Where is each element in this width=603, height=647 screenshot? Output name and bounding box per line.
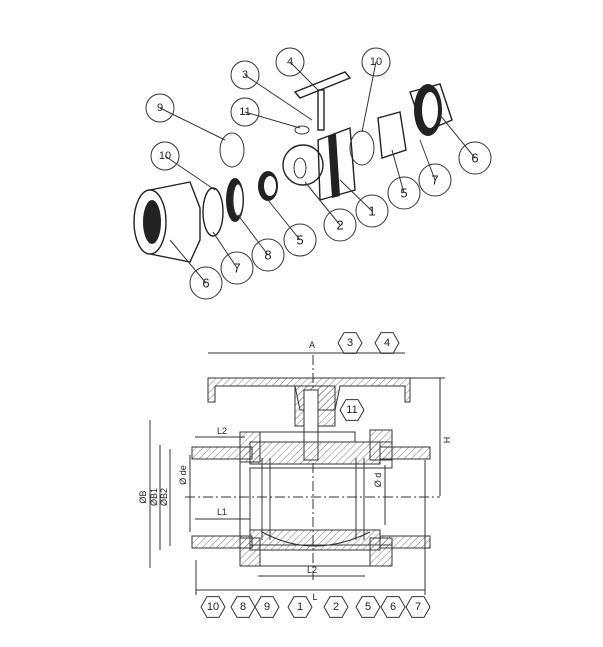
callout-number: 7 — [233, 261, 240, 276]
leader-line — [169, 239, 207, 284]
dim-d: Ø d — [373, 473, 383, 488]
callout-number: 2 — [336, 218, 343, 233]
dimension-lines — [149, 352, 445, 595]
callout-number: 11 — [239, 106, 250, 118]
callout-circle — [283, 223, 317, 257]
callout-circle — [418, 163, 452, 197]
callout-number: 10 — [370, 56, 382, 68]
dim-L: L — [312, 592, 317, 602]
callout-number: 5 — [365, 601, 371, 613]
callout-number: 6 — [471, 151, 478, 166]
union-nut-left — [133, 181, 201, 263]
callout-number: 1 — [368, 204, 375, 219]
callout-circle — [458, 141, 492, 175]
leader-line — [304, 181, 341, 226]
callout-number: 3 — [242, 69, 248, 81]
callout-number: 4 — [384, 337, 390, 349]
exploded-view: 4 10 3 11 9 10 1 5 7 6 2 5 8 7 6 — [133, 47, 492, 300]
dim-L2-top: L2 — [217, 426, 227, 436]
stem-and-handle — [293, 71, 352, 135]
callout-hexagon — [254, 596, 280, 618]
leader-line — [164, 155, 216, 191]
callout-number: 1 — [297, 601, 303, 613]
seal-carrier-left — [226, 178, 244, 222]
callout-number: 9 — [157, 102, 163, 114]
leader-line — [244, 74, 313, 121]
leader-line — [439, 114, 476, 159]
callout-number: 8 — [240, 601, 246, 613]
union-nut-right — [409, 83, 453, 136]
o-ring-9 — [219, 132, 245, 168]
dim-B: ØB — [138, 490, 148, 503]
dim-H: H — [442, 437, 452, 444]
dim-A: A — [309, 340, 315, 350]
seat-left — [258, 171, 278, 201]
dimension-labels: A H L L1 L2 L2 ØB ØB1 ØB2 Ø de Ø d — [138, 340, 452, 602]
callout-number: 5 — [400, 186, 407, 201]
callout-hexagon — [323, 596, 349, 618]
pipe-ends-section — [191, 446, 431, 549]
valve-body-section — [239, 429, 393, 567]
callout-number: 10 — [207, 601, 219, 613]
callout-circle — [323, 208, 357, 242]
dim-B2: ØB2 — [159, 488, 169, 506]
callout-circle — [145, 93, 175, 123]
callout-hexagon — [337, 332, 363, 354]
callout-number: 5 — [296, 233, 303, 248]
callout-circle — [387, 176, 421, 210]
callout-circle — [230, 97, 260, 127]
leader-line — [419, 139, 436, 181]
leader-line — [159, 107, 226, 141]
leader-line — [361, 61, 377, 133]
callout-number: 10 — [159, 150, 171, 162]
leader-line — [237, 214, 269, 256]
callout-number: 7 — [415, 601, 421, 613]
callout-circle — [361, 47, 391, 77]
callout-circle — [189, 266, 223, 300]
end-connector-right — [377, 111, 407, 159]
callout-number: 6 — [390, 601, 396, 613]
leader-line — [289, 61, 319, 91]
callout-circle — [150, 141, 180, 171]
callout-number: 4 — [287, 56, 293, 68]
callout-circle — [275, 47, 305, 77]
callout-number: 9 — [264, 601, 270, 613]
callout-circle — [251, 238, 285, 272]
leader-line — [267, 199, 301, 241]
callout-number: 2 — [333, 601, 339, 613]
callout-number: 6 — [202, 276, 209, 291]
ball — [282, 144, 324, 186]
callout-hexagon — [405, 596, 431, 618]
callout-hexagon — [200, 596, 226, 618]
callout-hexagon — [380, 596, 406, 618]
callout-hexagon — [339, 399, 365, 421]
dim-L2-bottom: L2 — [307, 565, 317, 575]
callout-circle — [220, 251, 254, 285]
seat-right — [349, 130, 375, 166]
callout-hexagon — [230, 596, 256, 618]
callout-circle — [355, 194, 389, 228]
end-connector-left — [202, 187, 224, 237]
leader-line — [391, 149, 405, 194]
leader-line — [212, 231, 238, 269]
callout-hexagon — [287, 596, 313, 618]
leader-line — [244, 111, 301, 129]
callout-hexagon — [374, 332, 400, 354]
callout-number: 8 — [264, 248, 271, 263]
callout-number: 3 — [347, 337, 353, 349]
callout-hexagon — [355, 596, 381, 618]
dim-L1: L1 — [217, 507, 227, 517]
dim-B1: ØB1 — [149, 488, 159, 506]
dim-de: Ø de — [178, 465, 188, 485]
callout-number: 11 — [346, 404, 357, 416]
leader-line — [339, 179, 373, 212]
callout-number: 7 — [431, 173, 438, 188]
valve-body — [317, 127, 356, 201]
callout-circle — [230, 60, 260, 90]
